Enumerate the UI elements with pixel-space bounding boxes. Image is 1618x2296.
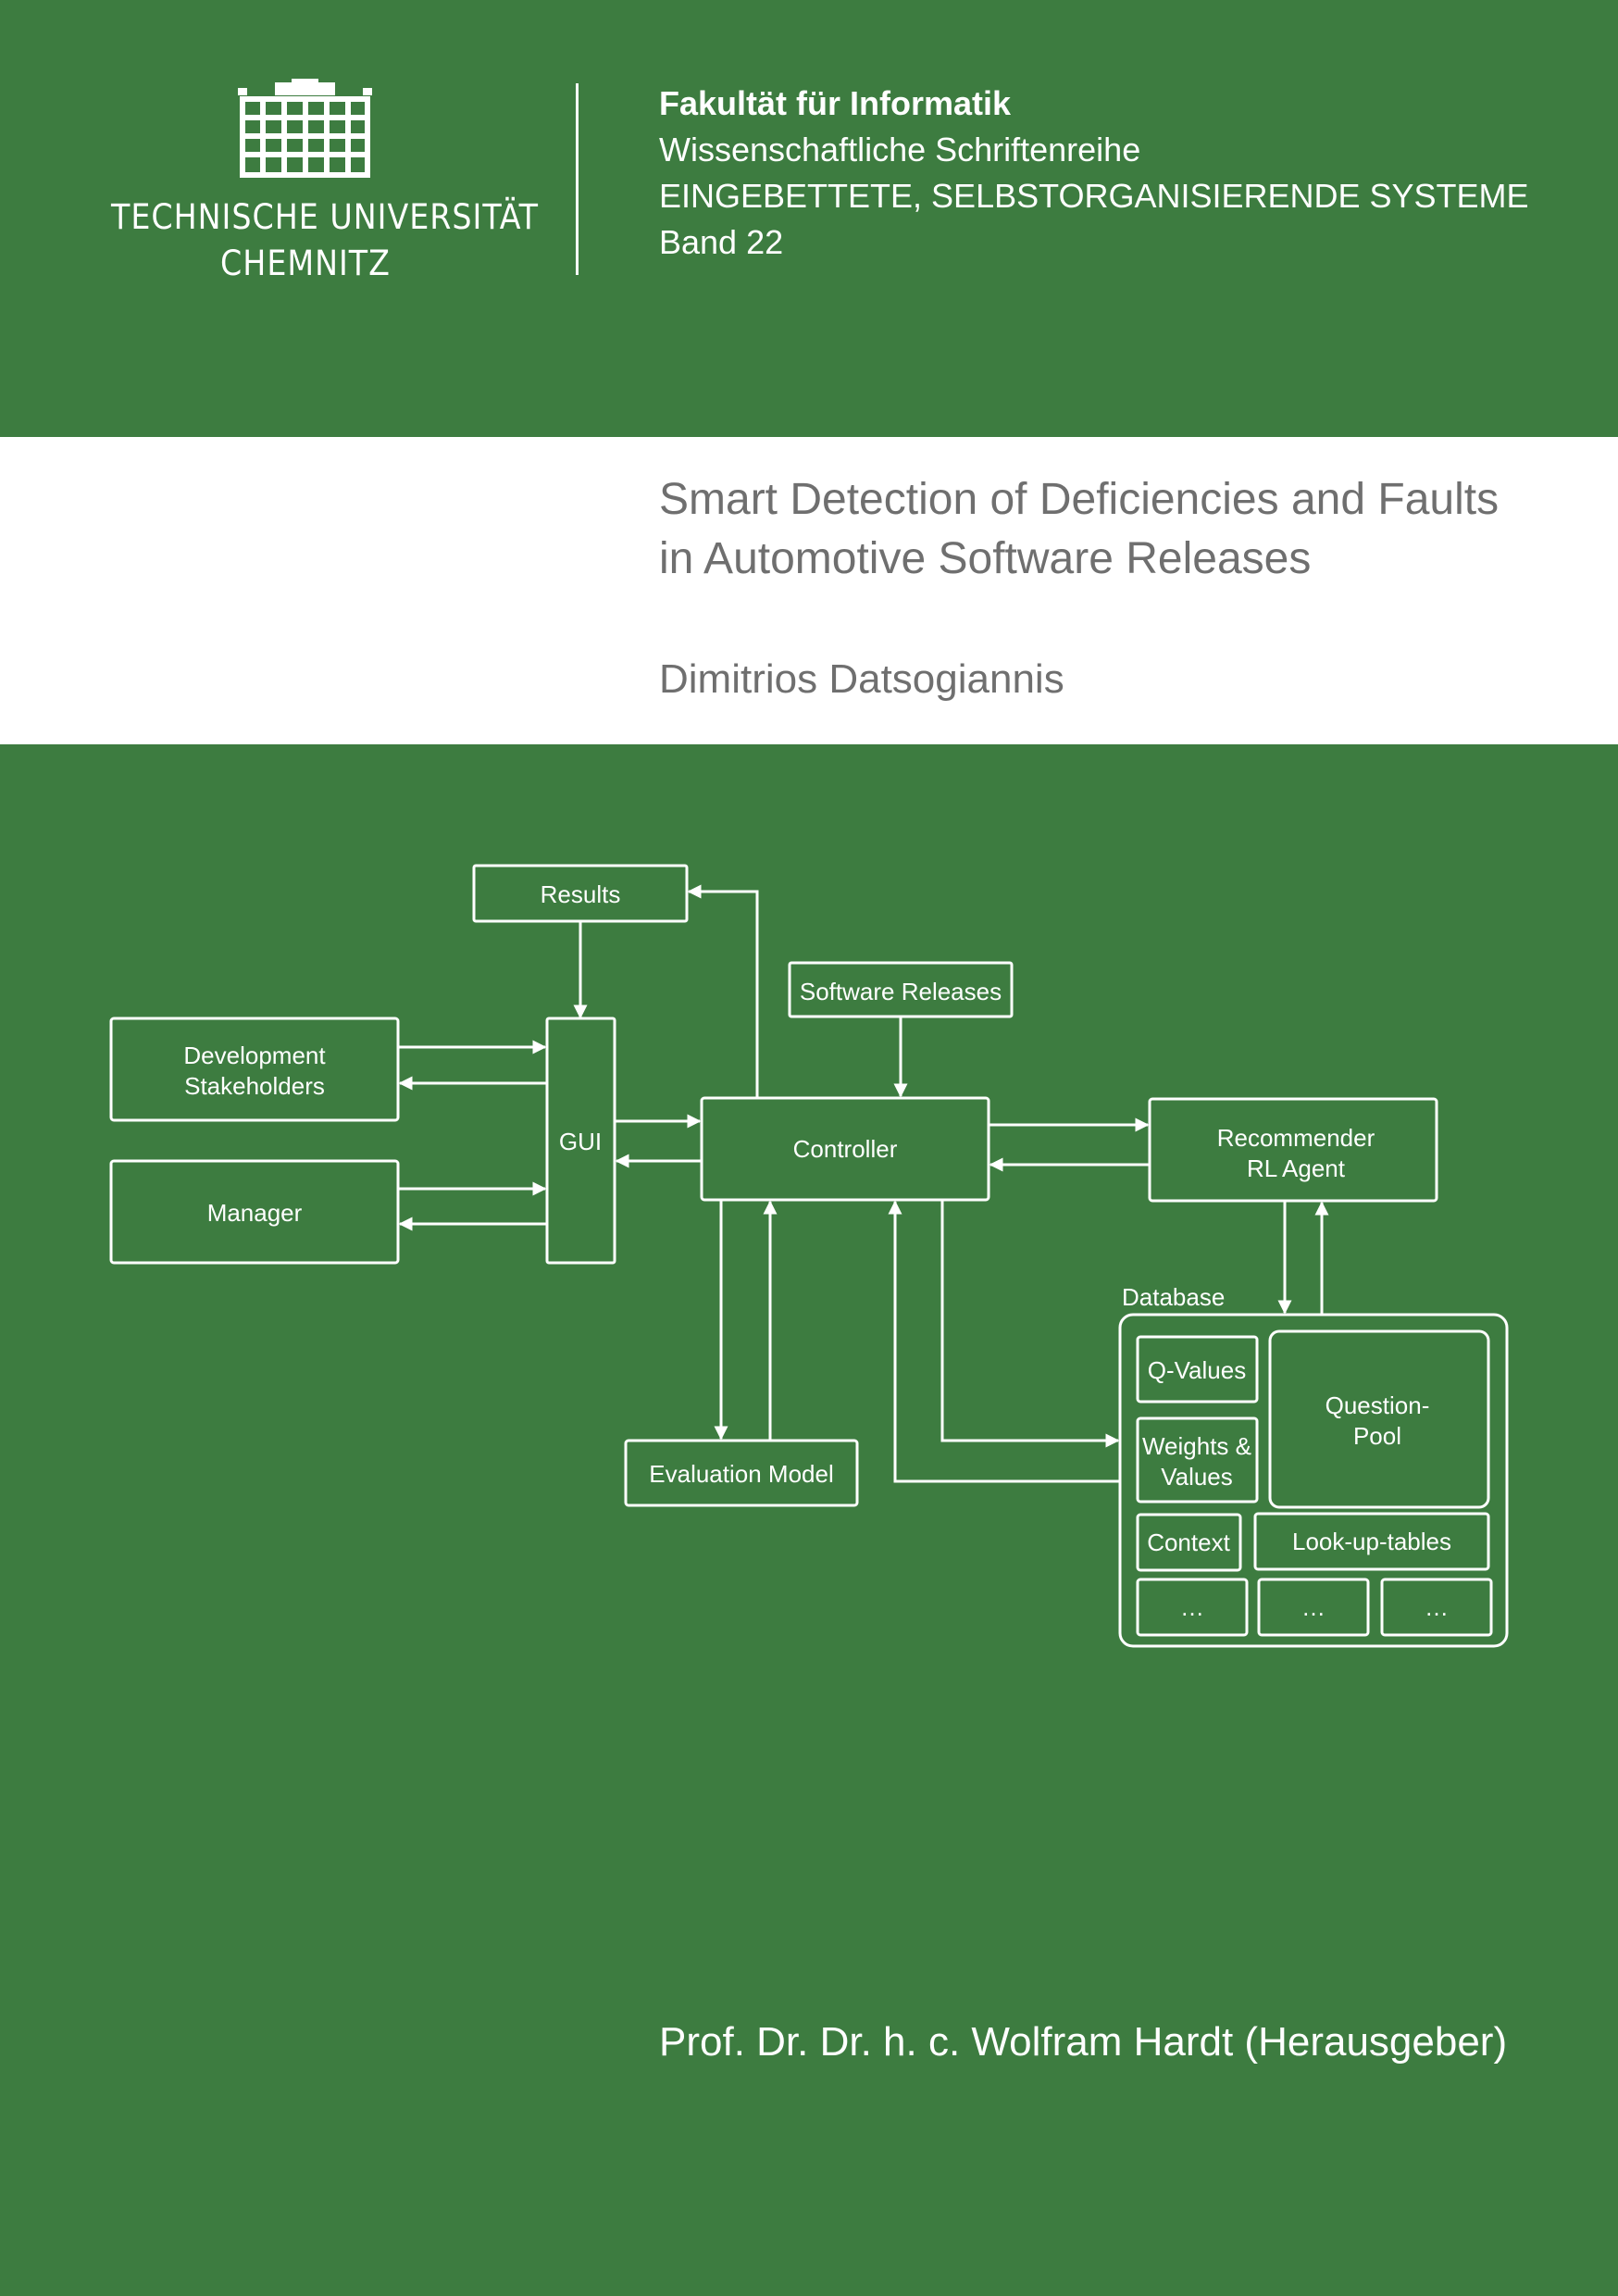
software-releases-label: Software Releases: [800, 978, 1002, 1005]
database-to-controller-arrow: [888, 1200, 1120, 1483]
context-label: Context: [1147, 1529, 1230, 1556]
context-box: [1136, 1513, 1242, 1572]
volume-number: Band 22: [659, 223, 784, 261]
recommender-box: [1148, 1097, 1438, 1203]
values-label: Values: [1161, 1463, 1233, 1491]
university-name-line1: TECHNISCHE UNIVERSITÄT: [111, 197, 539, 237]
book-title: Smart Detection of Deficiencies and Faul…: [659, 470, 1499, 589]
series-info: Fakultät für Informatik Wissenschaftlich…: [659, 81, 1529, 266]
results-label: Results: [541, 880, 621, 908]
controller-to-database-arrow: [940, 1200, 1120, 1448]
question-label: Question-: [1326, 1391, 1430, 1419]
university-logo: TECHNISCHE UNIVERSITÄT CHEMNITZ: [111, 79, 539, 292]
lookup-tables-label: Look-up-tables: [1292, 1528, 1451, 1555]
header-divider: [576, 83, 579, 275]
question-pool-box: [1268, 1329, 1490, 1509]
software-releases-box: [788, 961, 1014, 1018]
faculty-name: Fakultät für Informatik: [659, 84, 1012, 122]
ellipsis-label-3: …: [1425, 1593, 1449, 1621]
evaluation-model-label: Evaluation Model: [649, 1460, 833, 1488]
gui-label: GUI: [559, 1128, 602, 1155]
database-label: Database: [1122, 1283, 1225, 1311]
ellipsis-label-2: …: [1301, 1593, 1326, 1621]
ellipsis-box-2: [1257, 1578, 1370, 1637]
database-container: [1118, 1313, 1509, 1648]
manager-box: [109, 1159, 400, 1265]
title-band: Smart Detection of Deficiencies and Faul…: [0, 437, 1618, 744]
controller-label: Controller: [793, 1135, 898, 1163]
tu-chemnitz-building-icon: [238, 79, 372, 178]
controller-box: [700, 1096, 990, 1202]
book-author: Dimitrios Datsogiannis: [659, 656, 1064, 702]
ellipsis-label-1: …: [1180, 1593, 1204, 1621]
recommender-label: Recommender: [1217, 1124, 1375, 1152]
lookup-tables-box: [1253, 1512, 1490, 1571]
q-values-label: Q-Values: [1148, 1356, 1246, 1384]
weights-values-box: [1136, 1416, 1259, 1504]
q-values-box: [1136, 1335, 1259, 1404]
university-name-line2: CHEMNITZ: [220, 243, 391, 283]
rl-agent-label: RL Agent: [1247, 1154, 1346, 1182]
book-title-line2: in Automotive Software Releases: [659, 534, 1312, 583]
pool-label: Pool: [1353, 1422, 1401, 1450]
weights-label: Weights &: [1142, 1432, 1251, 1460]
manager-label: Manager: [207, 1199, 303, 1227]
subseries-name: EINGEBETTETE, SELBSTORGANISIERENDE SYSTE…: [659, 177, 1529, 215]
ellipsis-box-1: [1136, 1578, 1249, 1637]
header-band: TECHNISCHE UNIVERSITÄT CHEMNITZ Fakultät…: [0, 0, 1618, 437]
ellipsis-box-3: [1380, 1578, 1493, 1637]
results-box: [472, 864, 689, 923]
development-label: Development: [183, 1042, 326, 1069]
stakeholders-label: Stakeholders: [184, 1072, 325, 1100]
controller-to-results-arrow: [687, 884, 759, 1098]
evaluation-model-box: [624, 1439, 859, 1507]
series-name: Wissenschaftliche Schriftenreihe: [659, 131, 1141, 168]
development-stakeholders-box: [109, 1017, 400, 1122]
gui-box: [545, 1017, 616, 1265]
editor-credit: Prof. Dr. Dr. h. c. Wolfram Hardt (Herau…: [659, 2019, 1508, 2065]
book-title-line1: Smart Detection of Deficiencies and Faul…: [659, 475, 1500, 524]
